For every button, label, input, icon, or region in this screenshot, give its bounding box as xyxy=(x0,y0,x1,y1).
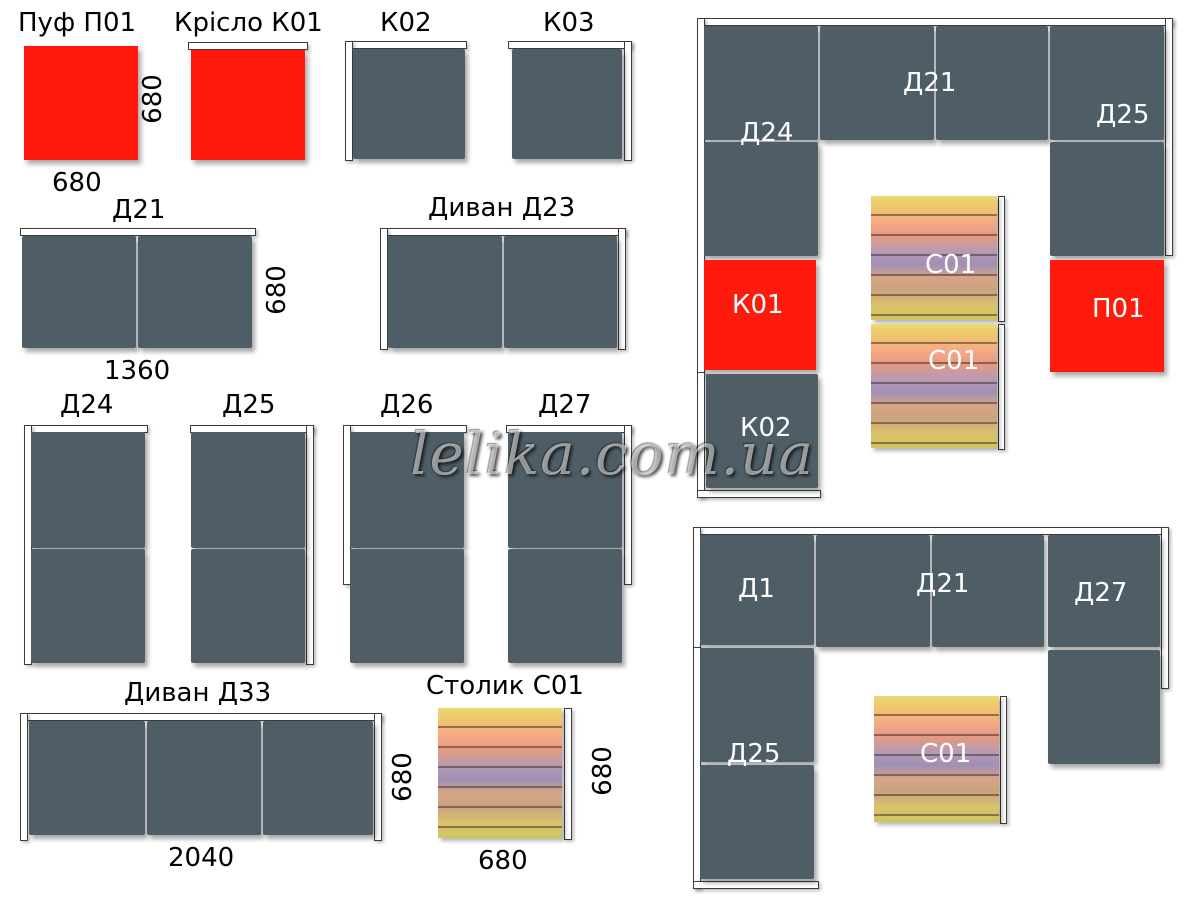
d21-seat-left[interactable] xyxy=(22,236,136,348)
plan-bottom-d25-label: Д25 xyxy=(727,739,781,769)
d23-seat-left[interactable] xyxy=(388,236,502,348)
plan-top-k02-arm xyxy=(697,490,821,498)
d23-title: Диван Д23 xyxy=(428,193,576,223)
plan-top-k02-label: К02 xyxy=(740,413,792,443)
d21-title: Д21 xyxy=(112,195,166,225)
plan-top-k01-label: К01 xyxy=(732,290,784,320)
table-c01-module[interactable] xyxy=(438,708,562,838)
d27-arm xyxy=(624,425,632,585)
d24-seat-top[interactable] xyxy=(31,432,145,548)
k02-arm xyxy=(345,41,353,161)
d24-seat-bottom[interactable] xyxy=(31,549,145,663)
plan-top-d21-seat-1[interactable] xyxy=(820,26,934,140)
d25-seat-bottom[interactable] xyxy=(191,549,305,663)
plan-top-d25-seat-2[interactable] xyxy=(1050,142,1164,256)
d25-arm xyxy=(306,425,314,665)
d27-title: Д27 xyxy=(538,390,592,420)
d33-seat-left[interactable] xyxy=(29,721,145,835)
d33-back xyxy=(20,713,382,721)
plan-top-p01-module[interactable] xyxy=(1050,260,1164,372)
plan-bottom-c01-label: С01 xyxy=(920,739,972,769)
d33-arm-right xyxy=(374,713,382,841)
plan-top-p01-label: П01 xyxy=(1092,294,1145,324)
plan-top-c01-b-label: С01 xyxy=(928,346,980,376)
puf-p01-module[interactable] xyxy=(24,46,138,160)
d33-width: 2040 xyxy=(168,843,235,873)
plan-top-d24-seat-2[interactable] xyxy=(704,142,818,256)
k02-title: К02 xyxy=(380,8,432,38)
plan-top-c01-a-module[interactable] xyxy=(871,196,997,320)
plan-bottom-c01-edge xyxy=(1000,696,1007,824)
d23-back xyxy=(380,228,626,236)
plan-top-c01-a-edge xyxy=(998,196,1005,322)
plan-top-d24-label: Д24 xyxy=(740,118,794,148)
plan-top-c01-b-module[interactable] xyxy=(871,324,997,448)
d23-arm-right xyxy=(618,228,626,350)
d21-width: 1360 xyxy=(104,356,171,386)
plan-bottom-d27-label: Д27 xyxy=(1074,578,1128,608)
plan-top-c01-a-label: С01 xyxy=(925,250,977,280)
plan-top-d25-label: Д25 xyxy=(1096,100,1150,130)
plan-bottom-d25-arm xyxy=(693,881,819,889)
d33-seat-middle[interactable] xyxy=(147,721,261,835)
plan-bottom-d21-seat-1[interactable] xyxy=(816,535,930,647)
d21-back xyxy=(20,228,256,236)
plan-bottom-d27-seat-1[interactable] xyxy=(1048,535,1160,647)
plan-top-d21-seat-2[interactable] xyxy=(936,26,1048,140)
d26-seat-top[interactable] xyxy=(350,432,464,548)
puf-p01-width: 680 xyxy=(52,168,102,198)
k03-back xyxy=(508,41,632,49)
chair-k01-module[interactable] xyxy=(191,50,305,160)
d25-title: Д25 xyxy=(222,390,276,420)
k02-module[interactable] xyxy=(353,49,465,159)
d24-title: Д24 xyxy=(60,390,114,420)
d21-depth: 680 xyxy=(261,265,292,315)
plan-top-back xyxy=(697,18,1173,26)
plan-bottom-d25-seat-1[interactable] xyxy=(700,648,814,762)
plan-bottom-d21-seat-2[interactable] xyxy=(932,535,1044,647)
plan-bottom-back xyxy=(693,527,1167,535)
table-c01-edge xyxy=(564,708,572,840)
table-c01-title: Столик С01 xyxy=(426,671,584,701)
chair-k01-back xyxy=(188,42,308,50)
plan-top-d24-seat-1[interactable] xyxy=(704,26,818,140)
d25-seat-top[interactable] xyxy=(191,432,305,548)
d21-seat-right[interactable] xyxy=(138,236,252,348)
d23-arm-left xyxy=(380,228,388,350)
d27-seat-bottom[interactable] xyxy=(508,549,622,663)
plan-bottom-d25-seat-2[interactable] xyxy=(700,765,814,879)
plan-bottom-d1-label: Д1 xyxy=(738,574,775,604)
k03-arm xyxy=(624,41,632,161)
d33-seat-right[interactable] xyxy=(263,721,373,835)
d33-arm-left xyxy=(20,713,28,841)
plan-top-right-back xyxy=(1165,18,1173,256)
plan-bottom-right-arm xyxy=(1161,527,1169,689)
k03-module[interactable] xyxy=(512,49,622,159)
d26-seat-bottom[interactable] xyxy=(350,549,464,663)
d33-title: Диван Д33 xyxy=(124,678,272,708)
d26-title: Д26 xyxy=(380,390,434,420)
plan-bottom-c01-module[interactable] xyxy=(874,696,999,822)
d23-seat-right[interactable] xyxy=(504,236,617,348)
chair-k01-title: Крісло К01 xyxy=(174,8,323,38)
k03-title: К03 xyxy=(543,8,595,38)
plan-top-d21-label: Д21 xyxy=(903,68,957,98)
plan-top-k02-module[interactable] xyxy=(706,374,818,488)
puf-p01-depth: 680 xyxy=(137,74,168,124)
puf-p01-title: Пуф П01 xyxy=(18,8,137,38)
plan-top-k01-module[interactable] xyxy=(704,260,816,370)
d33-depth: 680 xyxy=(387,752,418,802)
plan-top-c01-b-edge xyxy=(998,324,1005,450)
d27-seat-top[interactable] xyxy=(508,432,622,548)
plan-bottom-d21-label: Д21 xyxy=(916,569,970,599)
k02-back xyxy=(345,41,467,49)
table-c01-width: 680 xyxy=(478,846,528,876)
plan-top-d25-seat-1[interactable] xyxy=(1050,26,1164,140)
watermark: lelika.com.ua xyxy=(410,420,814,488)
plan-bottom-d27-seat-2[interactable] xyxy=(1048,650,1160,764)
plan-bottom-d1-module[interactable] xyxy=(700,535,814,645)
table-c01-depth: 680 xyxy=(587,746,618,796)
